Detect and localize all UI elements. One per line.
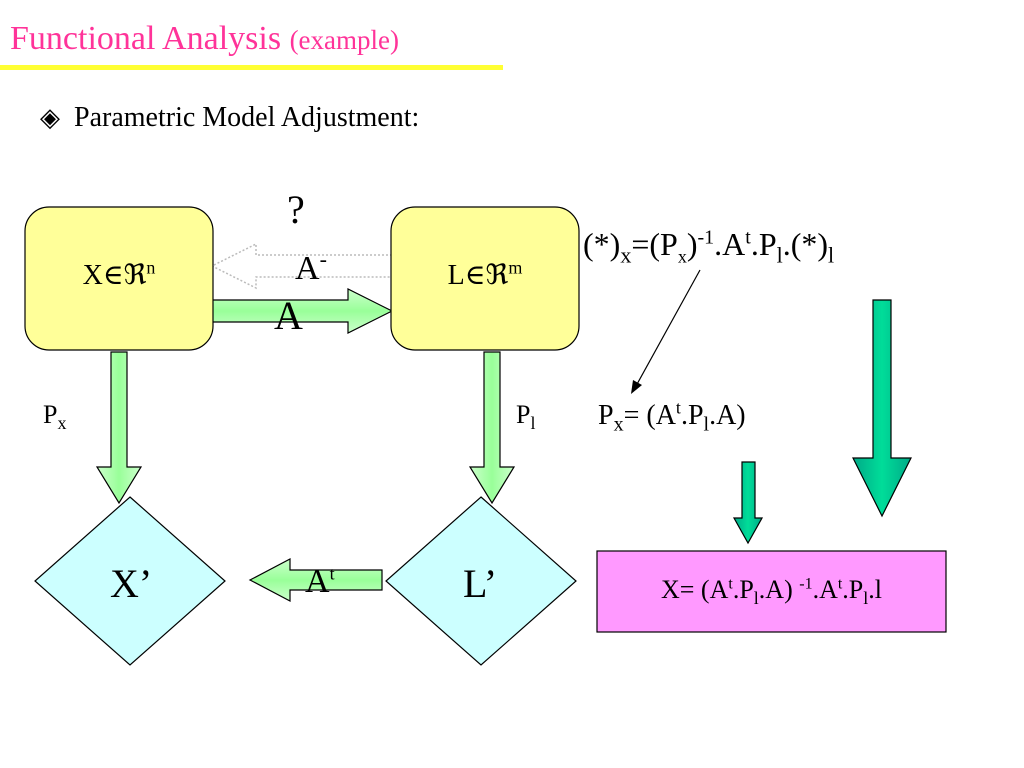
diamond-x-label: X’	[110, 561, 153, 606]
big-green-arrow	[852, 299, 912, 518]
box-x	[24, 206, 214, 351]
subtitle-text: Parametric Model Adjustment:	[74, 102, 420, 133]
transpose-arrow	[248, 558, 383, 602]
subtitle: ◈ Parametric Model Adjustment:	[40, 102, 419, 134]
box-l	[390, 206, 580, 351]
diamond-x	[34, 496, 226, 666]
title-main: Functional Analysis	[10, 20, 282, 57]
forward-arrow	[211, 288, 394, 334]
px-arrow	[95, 351, 143, 505]
title-sub: (example)	[289, 25, 399, 55]
pl-label: Pl	[516, 400, 536, 434]
small-green-arrow	[732, 461, 764, 545]
result-box	[596, 550, 947, 633]
a-inverse-label: A-	[295, 246, 327, 287]
diamond-l-label: L’	[463, 561, 498, 606]
diamond-bullet-icon: ◈	[40, 103, 60, 132]
px-label: Px	[43, 400, 67, 434]
page-title: Functional Analysis (example)	[10, 20, 399, 58]
formula-px: Px= (At.Pl.A)	[598, 397, 746, 436]
a-forward-label: A	[274, 293, 303, 338]
pointer-line	[635, 269, 701, 387]
inverse-arrow	[210, 242, 393, 290]
formula-normal-equation: (*)x=(Px)-1.At.Pl.(*)l	[583, 226, 835, 268]
pl-arrow	[468, 351, 516, 505]
diamond-l	[385, 496, 577, 666]
box-x-label: X∈ℜn	[82, 257, 156, 291]
result-formula: X= (At.Pl.A) -1.At.Pl.l	[660, 575, 883, 609]
box-l-label: L∈ℜm	[447, 257, 523, 291]
a-transpose-label: At	[305, 563, 335, 600]
pointer-arrowhead	[631, 380, 642, 394]
title-underline	[0, 65, 503, 70]
question-mark: ?	[287, 187, 305, 232]
